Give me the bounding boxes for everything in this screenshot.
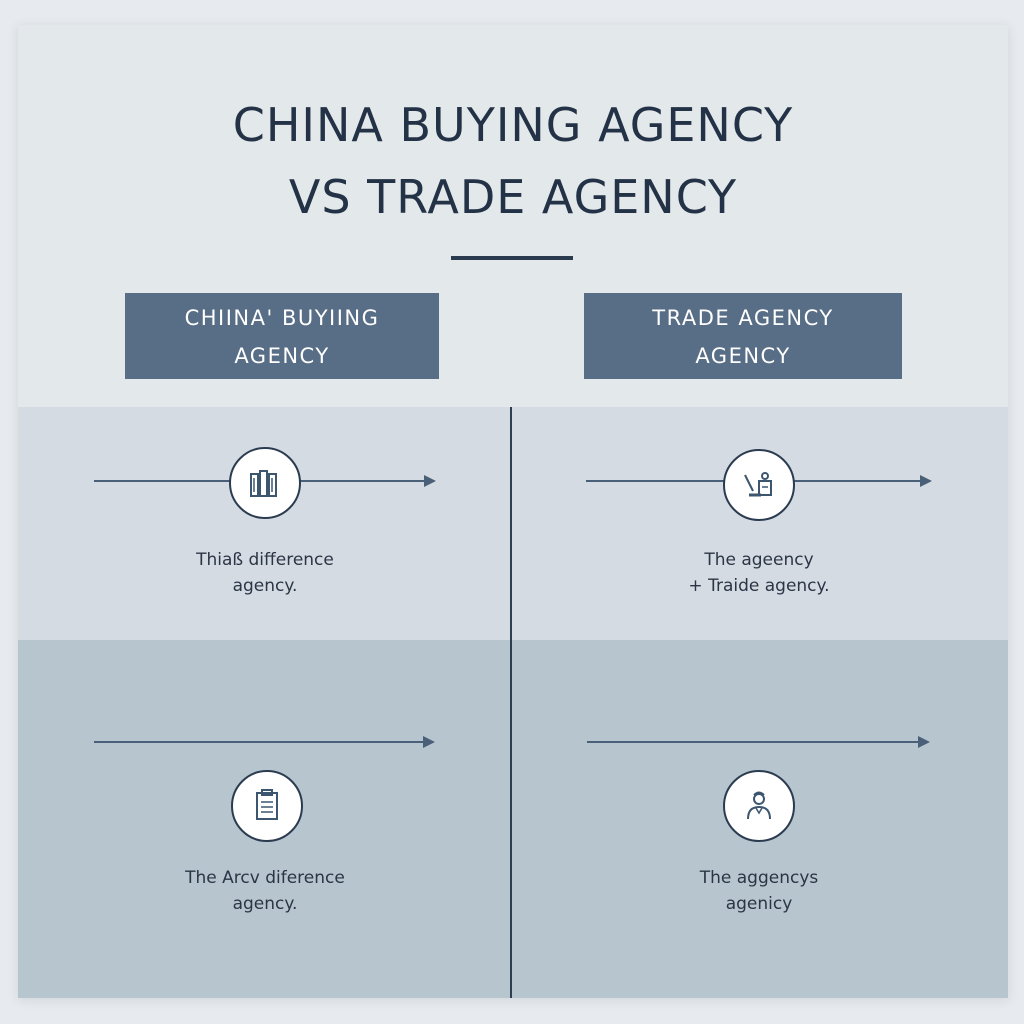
column-label-left-line-1: CHIINA' BUYIING bbox=[184, 306, 380, 330]
row-band-top bbox=[18, 407, 1008, 640]
title-line-2: VS TRADE AGENCY bbox=[288, 170, 738, 224]
cell-text-line-2: agenicy bbox=[725, 894, 793, 914]
page-title: CHINA BUYING AGENCY VS TRADE AGENCY bbox=[18, 89, 1008, 233]
column-label-right-line-1: TRADE AGENCY bbox=[652, 306, 834, 330]
arrow-head-icon bbox=[423, 736, 435, 748]
cell-text-line-1: Thiaß difference bbox=[196, 550, 334, 570]
cell-top-right: The ageency + Traide agency. bbox=[512, 407, 1006, 640]
cell-top-left: Thiaß difference agency. bbox=[18, 407, 512, 640]
cell-text-line-1: The ageency bbox=[704, 550, 814, 570]
cell-text-line-2: agency. bbox=[232, 576, 298, 596]
title-divider bbox=[451, 256, 573, 260]
column-label-china-buying-agency: CHIINA' BUYIING AGENCY bbox=[125, 293, 439, 379]
books-icon bbox=[229, 447, 301, 519]
cell-text-line-2: + Traide agency. bbox=[688, 576, 830, 596]
column-label-right-line-2: AGENCY bbox=[695, 344, 791, 368]
document-icon bbox=[231, 770, 303, 842]
cell-text: The aggencys agenicy bbox=[609, 865, 909, 917]
cell-bottom-right: The aggencys agenicy bbox=[512, 640, 1006, 998]
arrow-line bbox=[94, 741, 424, 743]
row-band-bottom bbox=[18, 640, 1008, 998]
cell-text-line-1: The aggencys bbox=[699, 868, 819, 888]
column-label-left-line-2: AGENCY bbox=[234, 344, 330, 368]
cell-text: The Arcv diference agency. bbox=[115, 865, 415, 917]
arrow-head-icon bbox=[920, 475, 932, 487]
title-line-1: CHINA BUYING AGENCY bbox=[232, 98, 794, 152]
cell-text: The ageency + Traide agency. bbox=[609, 547, 909, 599]
person-icon bbox=[723, 770, 795, 842]
arrow-line bbox=[587, 741, 920, 743]
header: CHINA BUYING AGENCY VS TRADE AGENCY CHII… bbox=[18, 25, 1008, 407]
agent-package-icon bbox=[723, 449, 795, 521]
arrow-head-icon bbox=[918, 736, 930, 748]
cell-text-line-2: agency. bbox=[232, 894, 298, 914]
infographic-card: CHINA BUYING AGENCY VS TRADE AGENCY CHII… bbox=[18, 25, 1008, 998]
cell-bottom-left: The Arcv diference agency. bbox=[18, 640, 512, 998]
arrow-head-icon bbox=[424, 475, 436, 487]
cell-text: Thiaß difference agency. bbox=[115, 547, 415, 599]
column-divider bbox=[510, 407, 512, 998]
cell-text-line-1: The Arcv diference bbox=[185, 868, 345, 888]
column-label-trade-agency: TRADE AGENCY AGENCY bbox=[584, 293, 902, 379]
